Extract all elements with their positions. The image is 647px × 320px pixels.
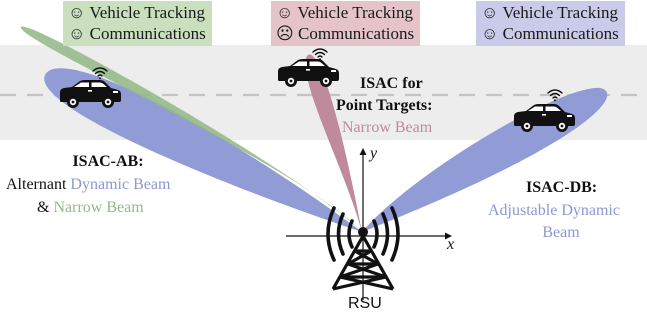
isac-db-desc-line2: Beam	[542, 224, 580, 241]
smiley-icon: ☺	[68, 24, 86, 43]
tracking-status: ☺ Vehicle Tracking	[481, 3, 618, 22]
dynamic-beam-left	[44, 68, 362, 232]
smiley-icon: ☺	[481, 3, 499, 22]
smiley-icon: ☺	[276, 3, 294, 22]
status-box-ab: ☺ Vehicle Tracking ☺ Communications	[63, 1, 212, 46]
narrow-beam-pink	[305, 54, 362, 232]
status-box-point: ☺ Vehicle Tracking ☹ Communications	[271, 1, 421, 46]
narrow-beam-green	[20, 26, 362, 232]
isac-point-title-line1: ISAC for	[360, 75, 423, 92]
isac-db-title: ISAC-DB:	[526, 179, 598, 196]
isac-ab-title: ISAC-AB:	[72, 153, 144, 170]
radio-wave-icon	[326, 206, 400, 262]
rsu-label: RSU	[348, 295, 382, 312]
antenna-tower-icon	[326, 206, 400, 291]
smiley-icon: ☺	[481, 24, 499, 43]
isac-ab-desc-line1: Alternant Dynamic Beam	[6, 176, 171, 193]
isac-point-title-line2: Point Targets:	[336, 97, 433, 114]
comms-status: ☺ Communications	[68, 24, 206, 43]
tracking-status: ☺ Vehicle Tracking	[68, 3, 205, 22]
isac-point-desc: Narrow Beam	[342, 119, 433, 136]
comms-status: ☹ Communications	[276, 24, 415, 43]
isac-db-desc-line1: Adjustable Dynamic	[488, 202, 620, 219]
frown-icon: ☹	[276, 24, 294, 43]
tracking-status: ☺ Vehicle Tracking	[276, 3, 413, 22]
comms-status: ☺ Communications	[481, 24, 619, 43]
status-box-db: ☺ Vehicle Tracking ☺ Communications	[476, 1, 625, 46]
smiley-icon: ☺	[68, 3, 86, 22]
x-axis-label: x	[447, 236, 455, 253]
isac-ab-desc-line2: & Narrow Beam	[37, 199, 144, 216]
y-axis-label: y	[370, 145, 378, 162]
